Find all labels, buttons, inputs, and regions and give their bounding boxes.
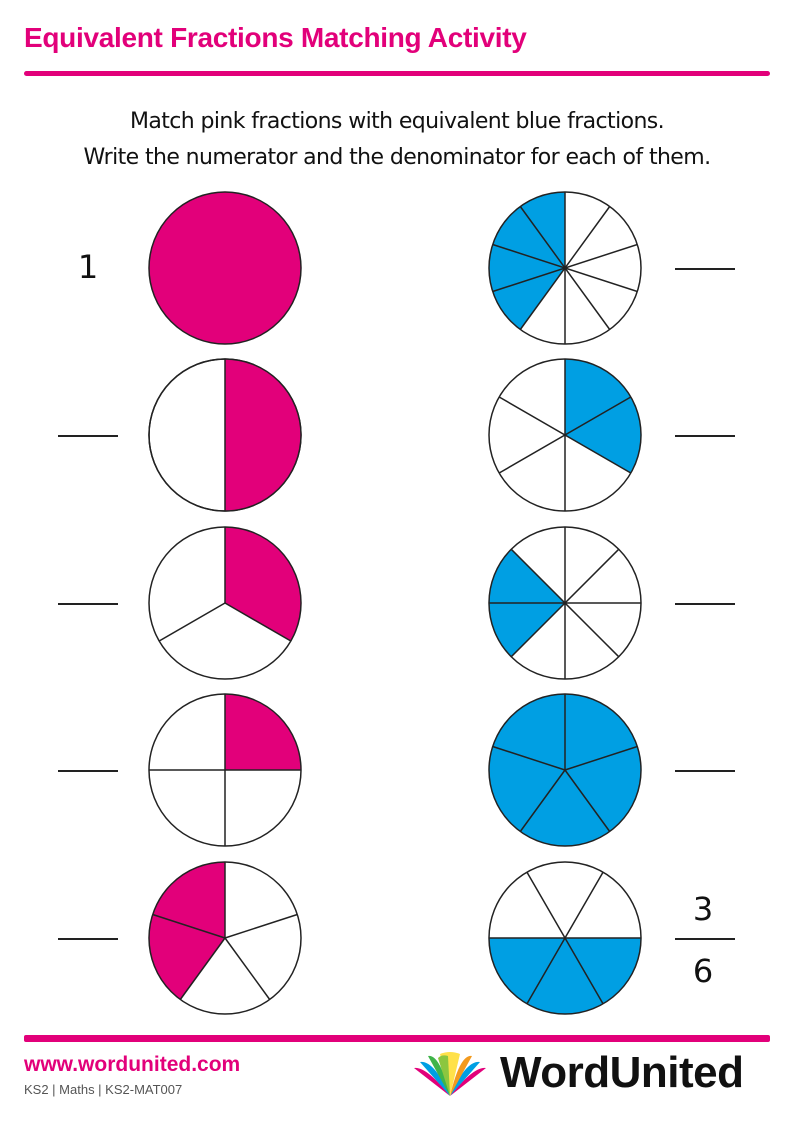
pink-circle-quarters[interactable] — [148, 693, 302, 847]
fan-leaves-icon — [414, 1052, 486, 1096]
blue-circle-sixths-a[interactable] — [488, 358, 642, 512]
blue-fraction-4-answer-line[interactable] — [675, 770, 735, 772]
pink-fraction-5-answer-line[interactable] — [58, 938, 118, 940]
blue-fraction-2-answer-line[interactable] — [675, 435, 735, 437]
blue-circle-eighths[interactable] — [488, 526, 642, 680]
pink-fraction-1-label: 1 — [77, 248, 99, 286]
blue-fraction-3-answer-line[interactable] — [675, 603, 735, 605]
page-title: Equivalent Fractions Matching Activity — [24, 22, 527, 53]
pink-circle-whole[interactable] — [148, 191, 302, 345]
example-fraction-bar — [675, 938, 735, 940]
footer-divider — [24, 1035, 770, 1042]
example-numerator: 3 — [692, 890, 714, 928]
pink-fraction-2-answer-line[interactable] — [58, 435, 118, 437]
pink-fraction-3-answer-line[interactable] — [58, 603, 118, 605]
blue-fraction-1-answer-line[interactable] — [675, 268, 735, 270]
pink-circle-thirds[interactable] — [148, 526, 302, 680]
header-divider — [24, 71, 770, 76]
brand-logo-text: WordUnited — [500, 1048, 744, 1097]
pink-circle-fifths[interactable] — [148, 861, 302, 1015]
blue-circle-sixths-b[interactable] — [488, 861, 642, 1015]
pink-fraction-4-answer-line[interactable] — [58, 770, 118, 772]
instruction-line-1: Match pink fractions with equivalent blu… — [129, 109, 665, 134]
worksheet-meta: KS2 | Maths | KS2-MAT007 — [24, 1082, 183, 1097]
pink-circle-halves[interactable] — [148, 358, 302, 512]
instruction-line-2: Write the numerator and the denominator … — [83, 145, 712, 170]
example-denominator: 6 — [692, 952, 714, 990]
blue-circle-tenths[interactable] — [488, 191, 642, 345]
instructions: Match pink fractions with equivalent blu… — [0, 104, 794, 176]
website-link[interactable]: www.wordunited.com — [24, 1053, 241, 1076]
blue-circle-fifths[interactable] — [488, 693, 642, 847]
